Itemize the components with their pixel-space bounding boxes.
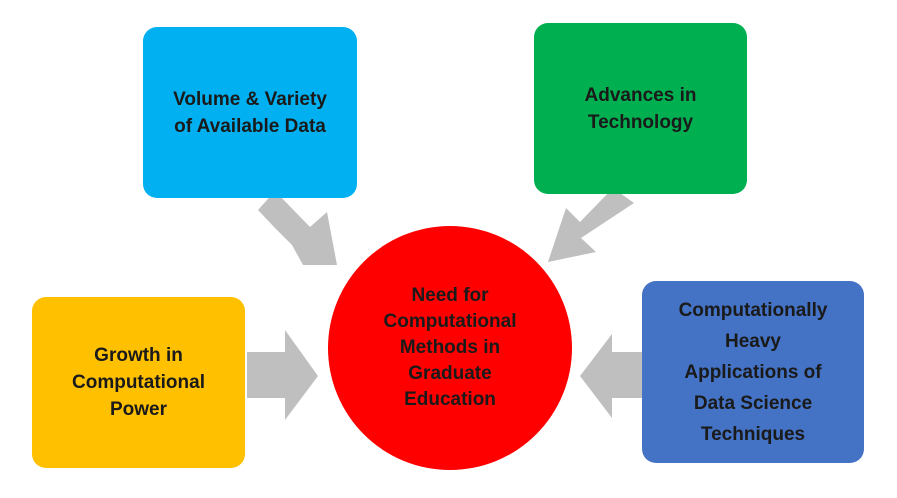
advances-technology-box: Advances in Technology: [534, 23, 747, 194]
computational-power-box: Growth in Computational Power: [32, 297, 245, 468]
volume-variety-box: Volume & Variety of Available Data: [143, 27, 357, 198]
center-need-circle: Need for Computational Methods in Gradua…: [328, 226, 572, 470]
arrow-top-left: [258, 191, 337, 265]
arrow-top-right: [548, 188, 634, 262]
center-need-label: Need for Computational Methods in Gradua…: [383, 285, 517, 410]
arrow-right: [580, 334, 642, 418]
advances-technology-label: Advances in Technology: [584, 84, 697, 133]
data-science-applications-box: Computationally Heavy Applications of Da…: [642, 281, 864, 463]
volume-variety-label: Volume & Variety of Available Data: [173, 88, 327, 137]
arrow-left: [247, 330, 318, 420]
computational-power-label: Growth in Computational Power: [72, 345, 205, 420]
data-science-applications-label: Computationally Heavy Applications of Da…: [678, 299, 828, 445]
